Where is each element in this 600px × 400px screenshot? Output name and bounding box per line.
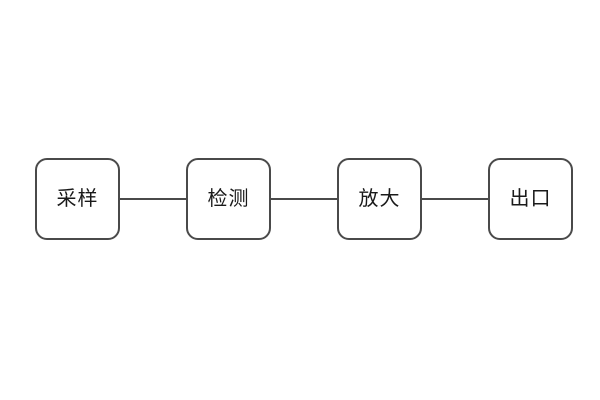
connector-detection-amplification	[271, 198, 337, 200]
connector-amplification-outlet	[422, 198, 488, 200]
flow-node-sampling-label: 采样	[56, 188, 99, 210]
flowchart: 采样 检测 放大 出口	[35, 158, 573, 240]
flow-node-detection-label: 检测	[207, 188, 250, 210]
flow-node-amplification: 放大	[337, 158, 422, 240]
flow-node-outlet: 出口	[488, 158, 573, 240]
flow-node-sampling: 采样	[35, 158, 120, 240]
connector-sampling-detection	[120, 198, 186, 200]
flow-node-outlet-label: 出口	[509, 188, 552, 210]
flow-node-amplification-label: 放大	[358, 188, 401, 210]
flow-node-detection: 检测	[186, 158, 271, 240]
